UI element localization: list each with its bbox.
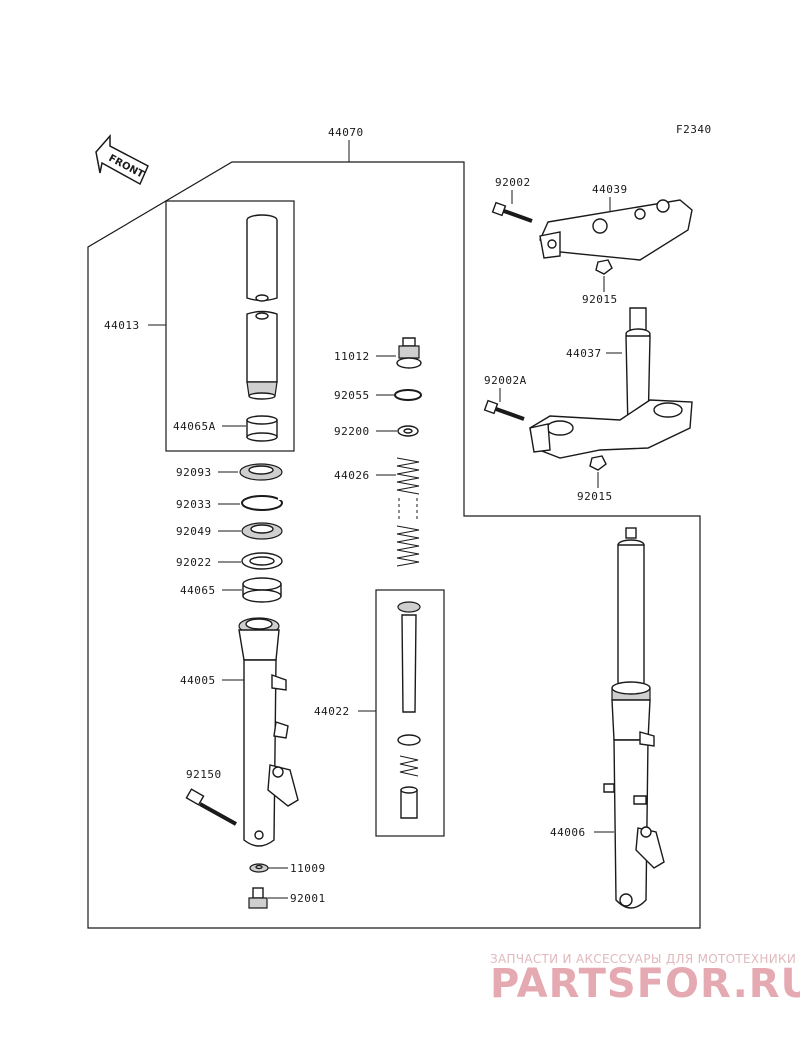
fork-assembly-44006 [603,527,665,909]
bolt-92001 [248,887,268,909]
oil-seal-92049 [241,522,283,540]
label-44070: 44070 [328,126,364,139]
label-92200: 92200 [334,425,370,438]
damper-box [375,589,445,837]
label-92015-upper: 92015 [582,293,618,306]
bolt-92150 [185,788,237,826]
diagram-code: F2340 [676,123,712,136]
top-bolt-11012 [396,337,422,369]
label-11009: 11009 [290,862,326,875]
dust-seal-92093 [239,463,283,481]
circlip-92033 [241,495,286,511]
assembly-frame-outline [87,161,701,929]
label-92093: 92093 [176,466,212,479]
label-44065A: 44065A [173,420,216,433]
label-92015-lower: 92015 [577,490,613,503]
label-44006: 44006 [550,826,586,839]
washer-92022 [241,552,283,570]
bushing-44065A [246,415,278,442]
watermark-tagline: ЗАПЧАСТИ И АКСЕССУАРЫ ДЛЯ МОТОТЕХНИКИ [490,952,796,966]
inner-tube-part [246,214,278,400]
label-11012: 11012 [334,350,370,363]
label-44026: 44026 [334,469,370,482]
label-92001: 92001 [290,892,326,905]
label-44022: 44022 [314,705,350,718]
front-arrow-icon: FRONT [95,134,149,186]
label-92002A: 92002A [484,374,527,387]
label-92049: 92049 [176,525,212,538]
nut-92015-lower [589,455,607,471]
label-92055: 92055 [334,389,370,402]
bushing-44065 [242,577,282,603]
steering-stem-44037 [529,307,693,459]
label-92002: 92002 [495,176,531,189]
label-92033: 92033 [176,498,212,511]
bolt-92002 [491,201,533,223]
label-44039: 44039 [592,183,628,196]
watermark-logo: PARTSFOR.RU [490,961,800,1007]
label-92150: 92150 [186,768,222,781]
upper-bracket-44039 [539,199,693,261]
bolt-92002A [483,399,525,421]
label-92022: 92022 [176,556,212,569]
washer-92200 [397,425,419,437]
nut-92015-upper [595,259,613,275]
gasket-11009 [249,863,269,873]
fork-spring-44026 [396,457,420,567]
o-ring-92055 [394,389,422,401]
damper-rod-44022 [397,601,421,819]
label-44013: 44013 [104,319,140,332]
outer-tube-44005 [238,617,299,847]
inner-tube-box [165,200,295,452]
label-44037: 44037 [566,347,602,360]
label-44005: 44005 [180,674,216,687]
label-44065: 44065 [180,584,216,597]
